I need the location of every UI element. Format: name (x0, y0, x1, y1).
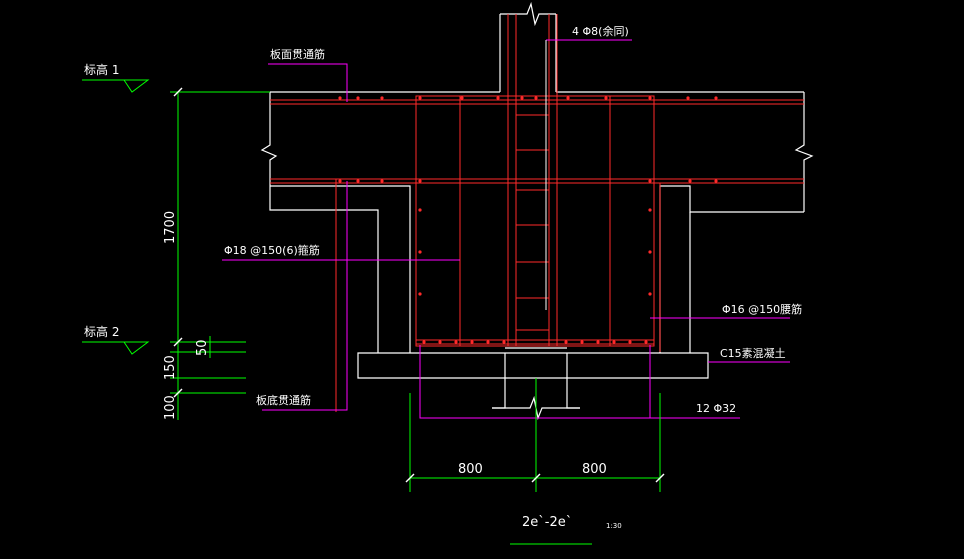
dim-150-label: 150 (163, 355, 178, 380)
rebar-dot (418, 179, 422, 183)
dim-50-label: 50 (195, 339, 210, 356)
rebar-dot (356, 96, 360, 100)
bottom-rebar-label: 板底贯通筋 (256, 393, 311, 407)
tick (405, 473, 415, 483)
waist-rebar-label: Φ16 @150腰筋 (722, 302, 802, 316)
rebar-dot (380, 179, 384, 183)
cap-stirrup-outer (415, 95, 655, 347)
rebar-dot (338, 96, 342, 100)
rebar-dot (418, 208, 422, 212)
rebar-dot (686, 96, 690, 100)
tick (173, 87, 183, 97)
dim-100-label: 100 (163, 395, 178, 420)
slab-left-break (260, 92, 278, 186)
elevation-2-label: 标高 2 (84, 324, 119, 339)
rebar-dot (648, 96, 652, 100)
main-rebar-label: 12 Φ32 (696, 402, 736, 415)
rebar-dot (714, 179, 718, 183)
elevation-1-label: 标高 1 (84, 62, 119, 77)
top-rebar-label: 板面贯通筋 (270, 47, 325, 61)
rebar-dot (418, 292, 422, 296)
slab-bottom-right (659, 185, 804, 353)
rebar-dot (338, 179, 342, 183)
tick (173, 337, 183, 347)
tick (531, 473, 541, 483)
rebar-dot (502, 340, 506, 344)
rebar-dot (566, 96, 570, 100)
concrete-outline (260, 1, 814, 421)
rebar-dots (338, 96, 718, 344)
rebar-dot (418, 96, 422, 100)
rebar-dot (604, 96, 608, 100)
rebar-dot (596, 340, 600, 344)
rebar-dot (454, 340, 458, 344)
left-step (269, 186, 379, 353)
rebar-dot (356, 179, 360, 183)
rebar-dot (612, 340, 616, 344)
rebar-dot (628, 340, 632, 344)
drawing-scale: 1:30 (606, 522, 622, 530)
dimension-ticks (173, 87, 665, 483)
stirrup-label: Φ18 @150(6)箍筋 (224, 243, 320, 257)
tick (655, 473, 665, 483)
rebar-dot (438, 340, 442, 344)
rebar-dot (422, 340, 426, 344)
rebar-dot (534, 96, 538, 100)
rebar-dot (688, 179, 692, 183)
leader-bottom-rebar (262, 181, 348, 411)
rebar-dot (644, 340, 648, 344)
leader-lines (222, 39, 790, 419)
rebar-dot (418, 250, 422, 254)
leader-main-rebar (419, 345, 740, 419)
rebar-dot (520, 96, 524, 100)
rebar-dot (380, 96, 384, 100)
rebar-dot (648, 292, 652, 296)
rebar-dot (580, 340, 584, 344)
column-rebar-label: 4 Φ8(余同) (572, 24, 629, 38)
rebar-dot (486, 340, 490, 344)
dim-800-left-label: 800 (458, 462, 483, 477)
c15-cushion (357, 352, 709, 379)
rebar-dot (470, 340, 474, 344)
rebar-dot (564, 340, 568, 344)
concrete-label: C15素混凝土 (720, 346, 786, 360)
elevation-2-marker (82, 341, 150, 355)
dim-1700-label: 1700 (163, 211, 178, 244)
dim-800-right-label: 800 (582, 462, 607, 477)
rebar-dot (460, 96, 464, 100)
rebar-group (270, 14, 804, 412)
column-break-line (500, 1, 556, 27)
rebar-dot (714, 96, 718, 100)
slab-right-break (794, 92, 814, 212)
tick (173, 388, 183, 398)
rebar-dot (648, 179, 652, 183)
rebar-dot (648, 250, 652, 254)
elevation-1-marker (82, 79, 150, 93)
dimension-lines (82, 79, 661, 545)
rebar-dot (648, 208, 652, 212)
leader-top-rebar (268, 63, 348, 102)
rebar-dot (496, 96, 500, 100)
slab-bottom-left (270, 185, 411, 353)
drawing-title: 2e`-2e` (522, 515, 572, 530)
